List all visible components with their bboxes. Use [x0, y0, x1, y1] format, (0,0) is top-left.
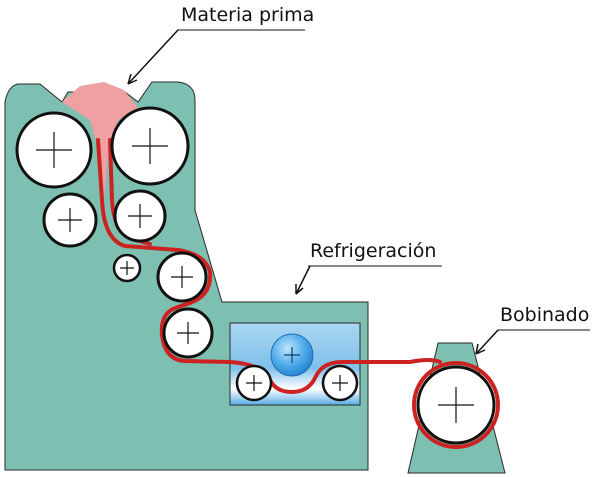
winder-film-wrap	[412, 361, 500, 449]
roller-mid-right	[113, 189, 167, 243]
roller-guide-lower	[162, 307, 214, 359]
label-cooling: Refrigeración	[310, 240, 436, 262]
bath-roller-right	[321, 364, 359, 402]
roller-small	[112, 253, 142, 283]
roller-guide-upper	[156, 251, 208, 303]
roller-mid-left	[42, 192, 98, 248]
winder-roll	[416, 365, 496, 445]
arrow-raw-material	[127, 29, 179, 85]
roller-large-right	[110, 106, 190, 186]
label-raw-material: Materia prima	[181, 4, 314, 26]
label-winding: Bobinado	[500, 304, 589, 326]
cooling-roller	[270, 333, 314, 377]
arrow-cooling	[295, 265, 311, 295]
arrow-winding	[475, 329, 499, 355]
film-path	[96, 138, 442, 394]
bath-roller-left	[235, 364, 273, 402]
roller-large-left	[15, 111, 93, 189]
